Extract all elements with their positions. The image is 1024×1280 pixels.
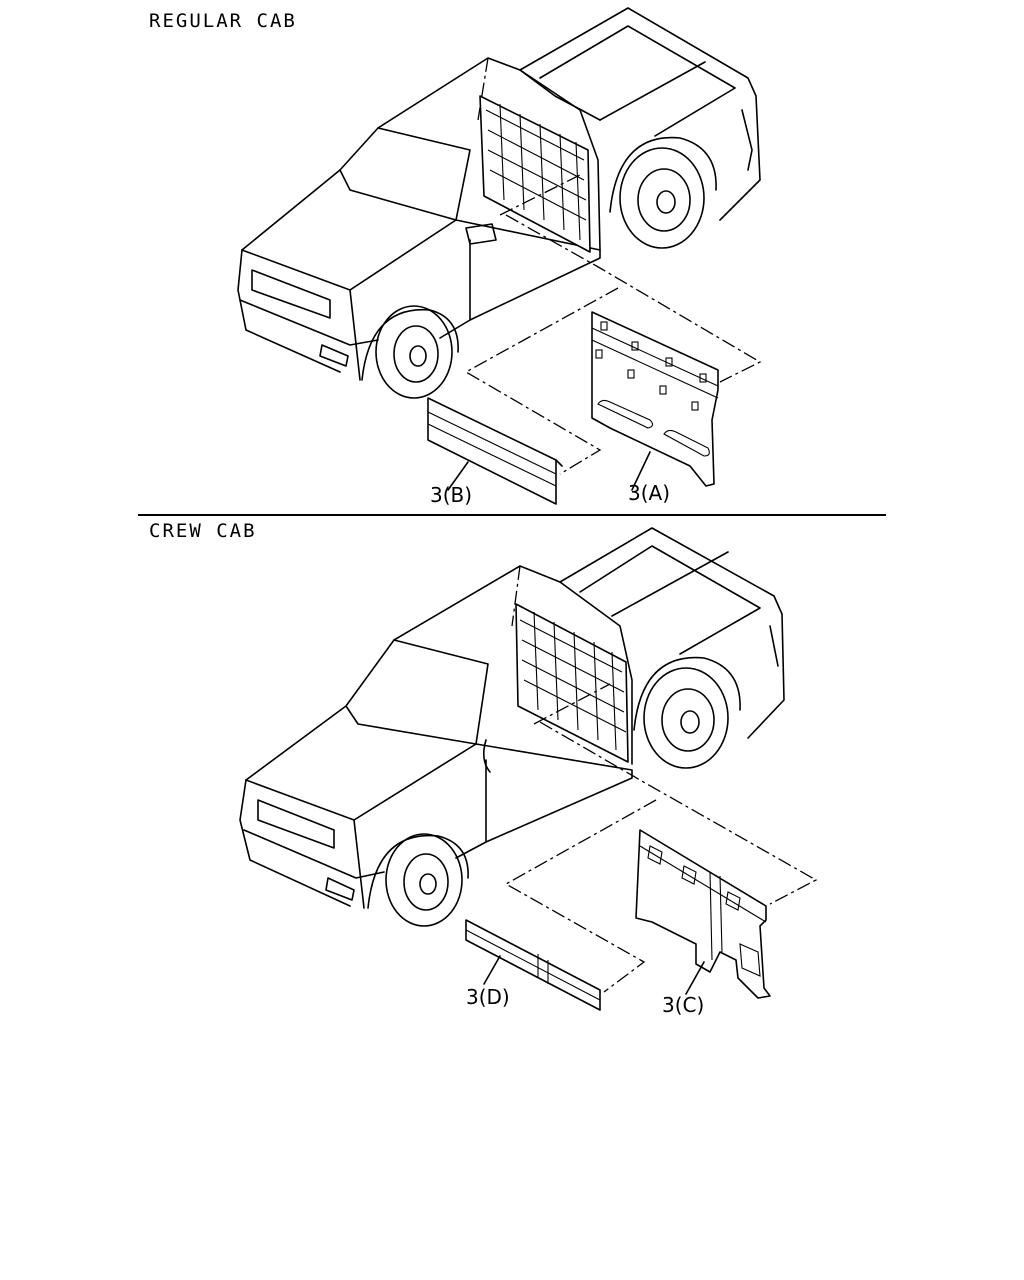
leader-line-3c [539, 721, 818, 905]
section-title-crew-cab: CREW CAB [149, 520, 257, 542]
callout-line-3d [483, 955, 501, 985]
part-3b-side-strip [427, 397, 563, 505]
callout-line-3c [685, 961, 705, 995]
part-3c-back-panel [635, 829, 771, 999]
crew-cab-truck-illustration [239, 527, 785, 927]
callout-label-3a: 3(A) [628, 481, 670, 505]
callout-line-3a [631, 451, 651, 491]
leader-line-3a [505, 214, 762, 383]
leader-line-3b [464, 287, 619, 475]
regular-cab-truck-illustration [237, 7, 761, 399]
leader-line-3d [504, 799, 657, 993]
leader-line-back-panel [499, 174, 581, 216]
callout-label-3b: 3(B) [430, 483, 472, 507]
section-divider [138, 514, 886, 516]
section-title-regular-cab: REGULAR CAB [149, 10, 297, 32]
callout-label-3d: 3(D) [466, 985, 510, 1009]
part-3a-back-panel [591, 311, 719, 487]
part-3d-side-strip [465, 919, 601, 1011]
callout-label-3c: 3(C) [662, 993, 704, 1017]
callout-line-3b [447, 461, 469, 491]
